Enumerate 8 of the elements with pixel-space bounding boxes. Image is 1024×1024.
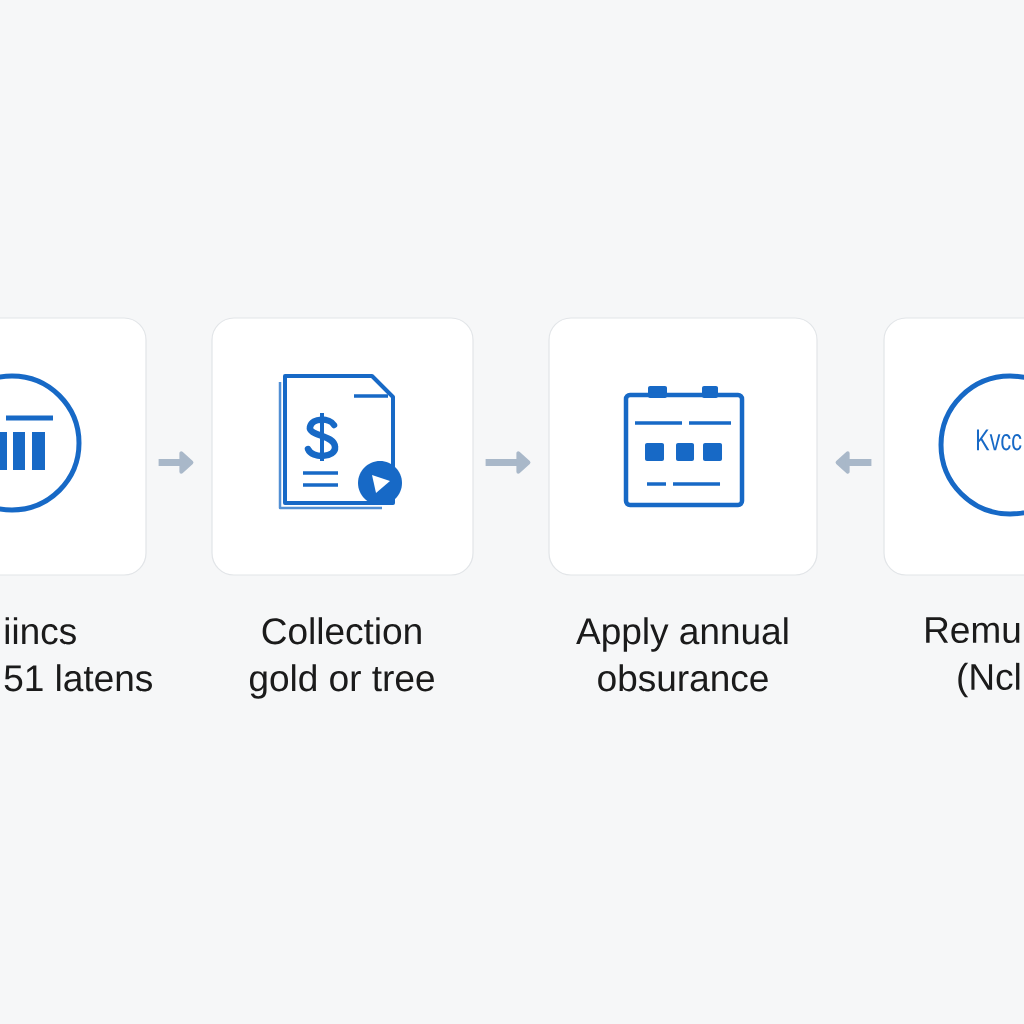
arrow [158, 451, 194, 474]
arrow [835, 451, 872, 474]
step-label: iincs 51 latens [4, 617, 152, 692]
step-label: Apply annual obsurance [576, 617, 788, 692]
step-label: Remu (Ncl [926, 617, 1020, 698]
step-label: Collection gold or tree [249, 617, 434, 699]
circle-badge: Kvcc [938, 373, 1024, 517]
arrow [485, 451, 531, 474]
